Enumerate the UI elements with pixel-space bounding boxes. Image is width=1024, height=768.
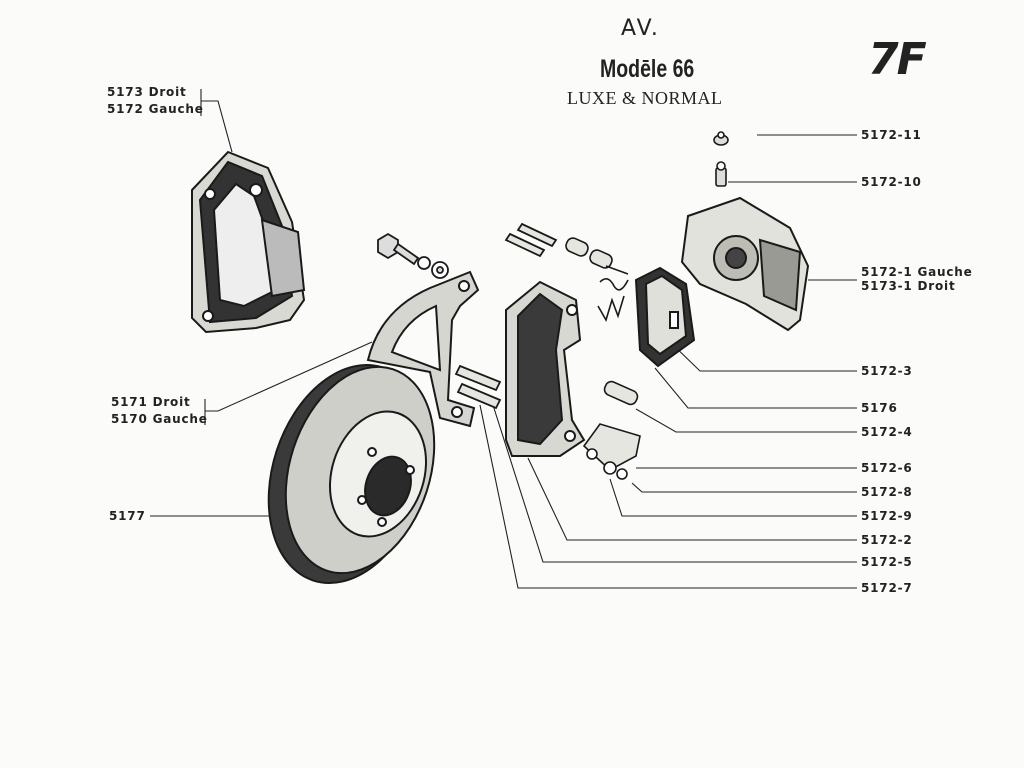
model-title: Modēle 66 (600, 55, 695, 83)
label-5172-6: 5172-6 (861, 461, 913, 475)
mounting-bolt (377, 232, 449, 279)
leader-5172-4 (635, 408, 857, 433)
page-number: 7F (868, 34, 927, 85)
bleeder-nut (713, 131, 729, 187)
variant-subtitle: LUXE & NORMAL (567, 88, 723, 108)
label-5176: 5176 (861, 401, 898, 415)
leader-5172-8 (631, 482, 857, 493)
caliper-assembly (191, 150, 306, 334)
label-5172-10: 5172-10 (861, 175, 922, 189)
position-label: AV. (621, 16, 660, 41)
label-5172-7: 5172-7 (861, 581, 913, 595)
label-caliper-left: 5172 Gauche (107, 102, 204, 116)
label-5172-3: 5172-3 (861, 364, 913, 378)
label-disc: 5177 (109, 509, 146, 523)
leader-5176 (654, 367, 857, 409)
brake-disc (267, 363, 436, 585)
label-5172-9: 5172-9 (861, 509, 913, 523)
leader-5172-9 (609, 478, 857, 517)
clips-and-spring (565, 237, 629, 323)
label-bracket-right: 5171 Droit (111, 395, 191, 409)
caliper-bracket (366, 270, 480, 428)
brake-pad (634, 266, 696, 368)
leader-5172-7 (479, 404, 857, 589)
lower-clips (582, 380, 641, 480)
leader-bracket (204, 341, 373, 425)
leader-5172-5 (491, 401, 857, 563)
label-5172-4: 5172-4 (861, 425, 913, 439)
label-5172-1: 5172-1 Gauche (861, 265, 973, 279)
label-5172-11: 5172-11 (861, 128, 922, 142)
label-bracket-left: 5170 Gauche (111, 412, 208, 426)
label-5172-8: 5172-8 (861, 485, 913, 499)
label-caliper-right: 5173 Droit (107, 85, 187, 99)
guide-pins (454, 222, 558, 410)
leader-caliper (200, 89, 233, 153)
leader-5172-2 (527, 457, 857, 541)
label-5173-1: 5173-1 Droit (861, 279, 956, 293)
leader-5172-3 (667, 339, 857, 372)
label-5172-5: 5172-5 (861, 555, 913, 569)
piston-housing (680, 196, 810, 332)
label-5172-2: 5172-2 (861, 533, 913, 547)
caliper-half (505, 280, 586, 457)
